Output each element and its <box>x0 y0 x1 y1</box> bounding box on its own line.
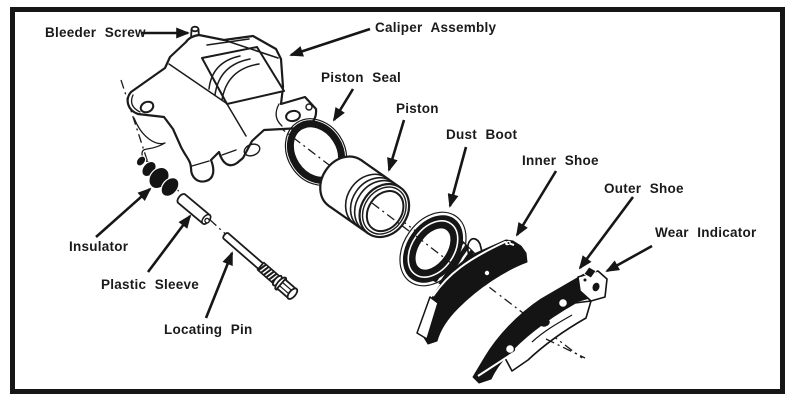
locating-pin-part <box>222 232 299 300</box>
insulator-part <box>135 155 180 197</box>
locating-pin-arrow <box>204 251 234 319</box>
label-outer-shoe: Outer Shoe <box>604 181 684 196</box>
piston-arrow <box>387 119 406 172</box>
diagram-frame-border <box>10 7 785 394</box>
caliper-assembly-drawing <box>126 25 318 183</box>
label-bleeder-screw: Bleeder Screw <box>45 25 146 40</box>
plastic-sleeve-arrow <box>146 214 192 273</box>
plastic-sleeve-part <box>176 193 212 225</box>
label-piston: Piston <box>396 101 439 116</box>
label-dust-boot: Dust Boot <box>446 127 518 142</box>
left-ear-hole <box>139 100 155 114</box>
insulator-arrow <box>95 187 152 238</box>
shoe-spring-clip <box>466 238 483 259</box>
piston-part <box>319 155 411 239</box>
piston-seal-arrow <box>332 88 355 122</box>
caliper-assembly-arrow <box>289 27 371 57</box>
label-locating-pin: Locating Pin <box>164 322 253 337</box>
inner-shoe-arrow <box>515 170 558 237</box>
label-wear-indicator: Wear Indicator <box>655 225 757 240</box>
hose-wire <box>133 117 166 163</box>
outer-shoe-part <box>472 266 608 384</box>
right-ear-hole <box>285 109 301 123</box>
label-inner-shoe: Inner Shoe <box>522 153 599 168</box>
dust-boot-arrow <box>447 146 468 208</box>
outer-shoe-arrow <box>578 196 635 270</box>
inner-shoe-part <box>416 238 528 345</box>
label-plastic-sleeve: Plastic Sleeve <box>101 277 200 292</box>
label-insulator: Insulator <box>69 239 129 254</box>
label-caliper-assembly: Caliper Assembly <box>375 20 497 35</box>
wear-indicator-arrow <box>605 244 653 273</box>
label-piston-seal: Piston Seal <box>321 70 402 85</box>
outer-shoe-ear <box>577 270 608 302</box>
center-axis-overlays <box>371 202 586 359</box>
